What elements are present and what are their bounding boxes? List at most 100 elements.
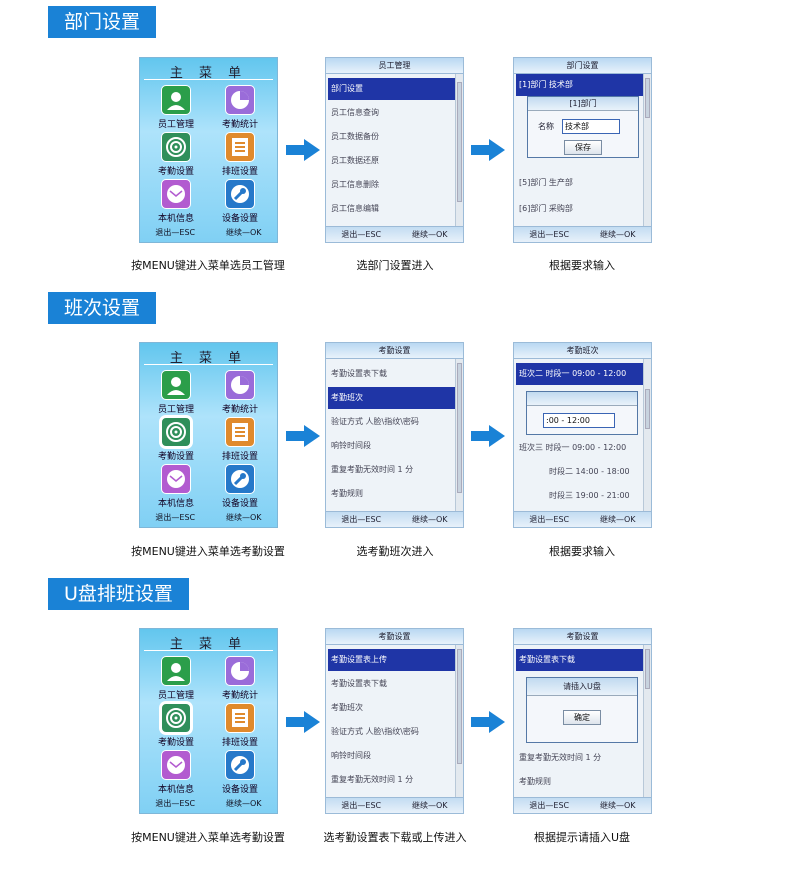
list-item[interactable]: 响铃时间段	[331, 751, 371, 760]
menu-item-statistics[interactable]: 考勤统计	[208, 370, 272, 415]
list-item[interactable]: [1]部门 技术部	[516, 74, 644, 96]
list-item[interactable]: 员工数据备份	[331, 132, 379, 141]
list-item[interactable]: 验证方式 人脸\指纹\密码	[331, 417, 419, 426]
department-dialog: [1]部门 名称 技术部 保存	[527, 96, 639, 158]
scrollbar[interactable]	[455, 74, 463, 226]
scrollbar[interactable]	[455, 359, 463, 511]
department-name-input[interactable]: 技术部	[562, 119, 620, 134]
list-item[interactable]: 班次三 时段一 09:00 - 12:00	[519, 443, 627, 452]
wrench-icon	[225, 750, 255, 780]
save-button[interactable]: 保存	[564, 140, 602, 155]
list-item[interactable]: 考勤规则	[519, 777, 551, 786]
usb-prompt-screen: 考勤设置 考勤设置表下载 重复考勤无效时间 1 分 考勤规则 请插入U盘 确定 …	[513, 628, 652, 814]
menu-item-attendance-settings[interactable]: 考勤设置	[144, 417, 208, 462]
attendance-shift-screen: 考勤班次 班次二 时段一 09:00 - 12:00 班次三 时段一 09:00…	[513, 342, 652, 528]
list-item[interactable]: 部门设置	[328, 78, 456, 100]
list-item[interactable]: 考勤设置表下载	[331, 369, 387, 378]
list-item[interactable]: 班次二 时段一 09:00 - 12:00	[516, 363, 644, 385]
menu-item-statistics[interactable]: 考勤统计	[208, 85, 272, 130]
scrollbar-thumb[interactable]	[457, 363, 462, 493]
divider	[144, 650, 273, 651]
list-item[interactable]: 考勤班次	[331, 703, 363, 712]
step-caption: 根据要求输入	[549, 545, 615, 558]
attendance-settings-usb-screen: 考勤设置 考勤设置表上传 考勤设置表下载 考勤班次 验证方式 人脸\指纹\密码 …	[325, 628, 464, 814]
menu-item-attendance-settings[interactable]: 考勤设置	[144, 703, 208, 748]
menu-item-label: 员工管理	[157, 405, 194, 415]
scrollbar[interactable]	[643, 359, 651, 511]
screen-footer: 退出—ESC 继续—OK	[326, 511, 463, 527]
menu-item-shift-settings[interactable]: 排班设置	[208, 132, 272, 177]
scrollbar-thumb[interactable]	[645, 78, 650, 118]
list-item[interactable]: 员工数据还原	[331, 156, 379, 165]
main-menu-screen: 主 菜 单 员工管理 考勤统计 考勤设置 排班设置 本机信息 设备设置 退出—E…	[139, 342, 278, 528]
list-item[interactable]: [5]部门 生产部	[519, 178, 573, 187]
user-icon	[161, 370, 191, 400]
esc-hint: 退出—ESC	[341, 801, 382, 810]
scrollbar-thumb[interactable]	[457, 82, 462, 202]
list-item[interactable]: 重复考勤无效时间 1 分	[331, 775, 414, 784]
scrollbar[interactable]	[643, 645, 651, 797]
esc-hint: 退出—ESC	[155, 513, 196, 522]
ok-hint: 继续—OK	[226, 228, 262, 237]
list-item[interactable]: 员工信息删除	[331, 180, 379, 189]
list-item[interactable]: 重复考勤无效时间 1 分	[519, 753, 602, 762]
list-item[interactable]: 验证方式 人脸\指纹\密码	[331, 727, 419, 736]
menu-item-employee[interactable]: 员工管理	[144, 370, 208, 415]
scrollbar[interactable]	[455, 645, 463, 797]
fingerprint-icon	[161, 417, 191, 447]
department-settings-screen: 部门设置 [1]部门 技术部 [5]部门 生产部 [6]部门 采购部 [1]部门…	[513, 57, 652, 243]
scrollbar[interactable]	[643, 74, 651, 226]
main-menu-title: 主 菜 单	[169, 351, 248, 366]
esc-hint: 退出—ESC	[529, 801, 570, 810]
menu-item-label: 考勤设置	[157, 452, 194, 462]
scrollbar-thumb[interactable]	[645, 389, 650, 429]
dialog-title	[527, 392, 637, 406]
insert-usb-dialog: 请插入U盘 确定	[526, 677, 638, 743]
menu-item-device-info[interactable]: 本机信息	[144, 750, 208, 795]
ok-hint: 继续—OK	[226, 513, 262, 522]
scrollbar-thumb[interactable]	[645, 649, 650, 689]
menu-item-label: 考勤设置	[157, 167, 194, 177]
fingerprint-icon	[161, 132, 191, 162]
list-item[interactable]: 考勤设置表下载	[516, 649, 644, 671]
dialog-title: 请插入U盘	[527, 678, 637, 696]
menu-item-attendance-settings[interactable]: 考勤设置	[144, 132, 208, 177]
list-item[interactable]: 重复考勤无效时间 1 分	[331, 465, 414, 474]
menu-item-label: 员工管理	[157, 691, 194, 701]
menu-item-label: 本机信息	[157, 214, 194, 224]
pie-chart-icon	[225, 656, 255, 686]
menu-item-label: 设备设置	[221, 214, 258, 224]
menu-item-device-info[interactable]: 本机信息	[144, 464, 208, 509]
menu-item-statistics[interactable]: 考勤统计	[208, 656, 272, 701]
list-item[interactable]: 时段三 19:00 - 21:00	[549, 491, 630, 500]
ok-hint: 继续—OK	[226, 799, 262, 808]
menu-item-employee[interactable]: 员工管理	[144, 85, 208, 130]
screen-footer: 退出—ESC 继续—OK	[514, 797, 651, 813]
menu-item-device-settings[interactable]: 设备设置	[208, 179, 272, 224]
list-item[interactable]: 考勤设置表上传	[328, 649, 456, 671]
pie-chart-icon	[225, 85, 255, 115]
list-item[interactable]: [6]部门 采购部	[519, 204, 573, 213]
list-item[interactable]: 员工信息编辑	[331, 204, 379, 213]
list-item[interactable]: 时段二 14:00 - 18:00	[549, 467, 630, 476]
menu-item-label: 排班设置	[221, 167, 258, 177]
ok-hint: 继续—OK	[600, 230, 636, 239]
menu-item-device-info[interactable]: 本机信息	[144, 179, 208, 224]
esc-hint: 退出—ESC	[155, 228, 196, 237]
menu-item-employee[interactable]: 员工管理	[144, 656, 208, 701]
main-menu-title: 主 菜 单	[169, 637, 248, 652]
menu-item-label: 排班设置	[221, 738, 258, 748]
list-item[interactable]: 考勤规则	[331, 489, 363, 498]
menu-item-shift-settings[interactable]: 排班设置	[208, 417, 272, 462]
list-item[interactable]: 考勤设置表下载	[331, 679, 387, 688]
menu-item-shift-settings[interactable]: 排班设置	[208, 703, 272, 748]
list-item[interactable]: 员工信息查询	[331, 108, 379, 117]
menu-item-device-settings[interactable]: 设备设置	[208, 750, 272, 795]
confirm-button[interactable]: 确定	[563, 710, 601, 725]
time-input[interactable]: :00 - 12:00	[543, 413, 615, 428]
list-item[interactable]: 响铃时间段	[331, 441, 371, 450]
list-item[interactable]: 考勤班次	[328, 387, 456, 409]
menu-footer: 退出—ESC 继续—OK	[140, 798, 277, 809]
menu-item-device-settings[interactable]: 设备设置	[208, 464, 272, 509]
scrollbar-thumb[interactable]	[457, 649, 462, 764]
